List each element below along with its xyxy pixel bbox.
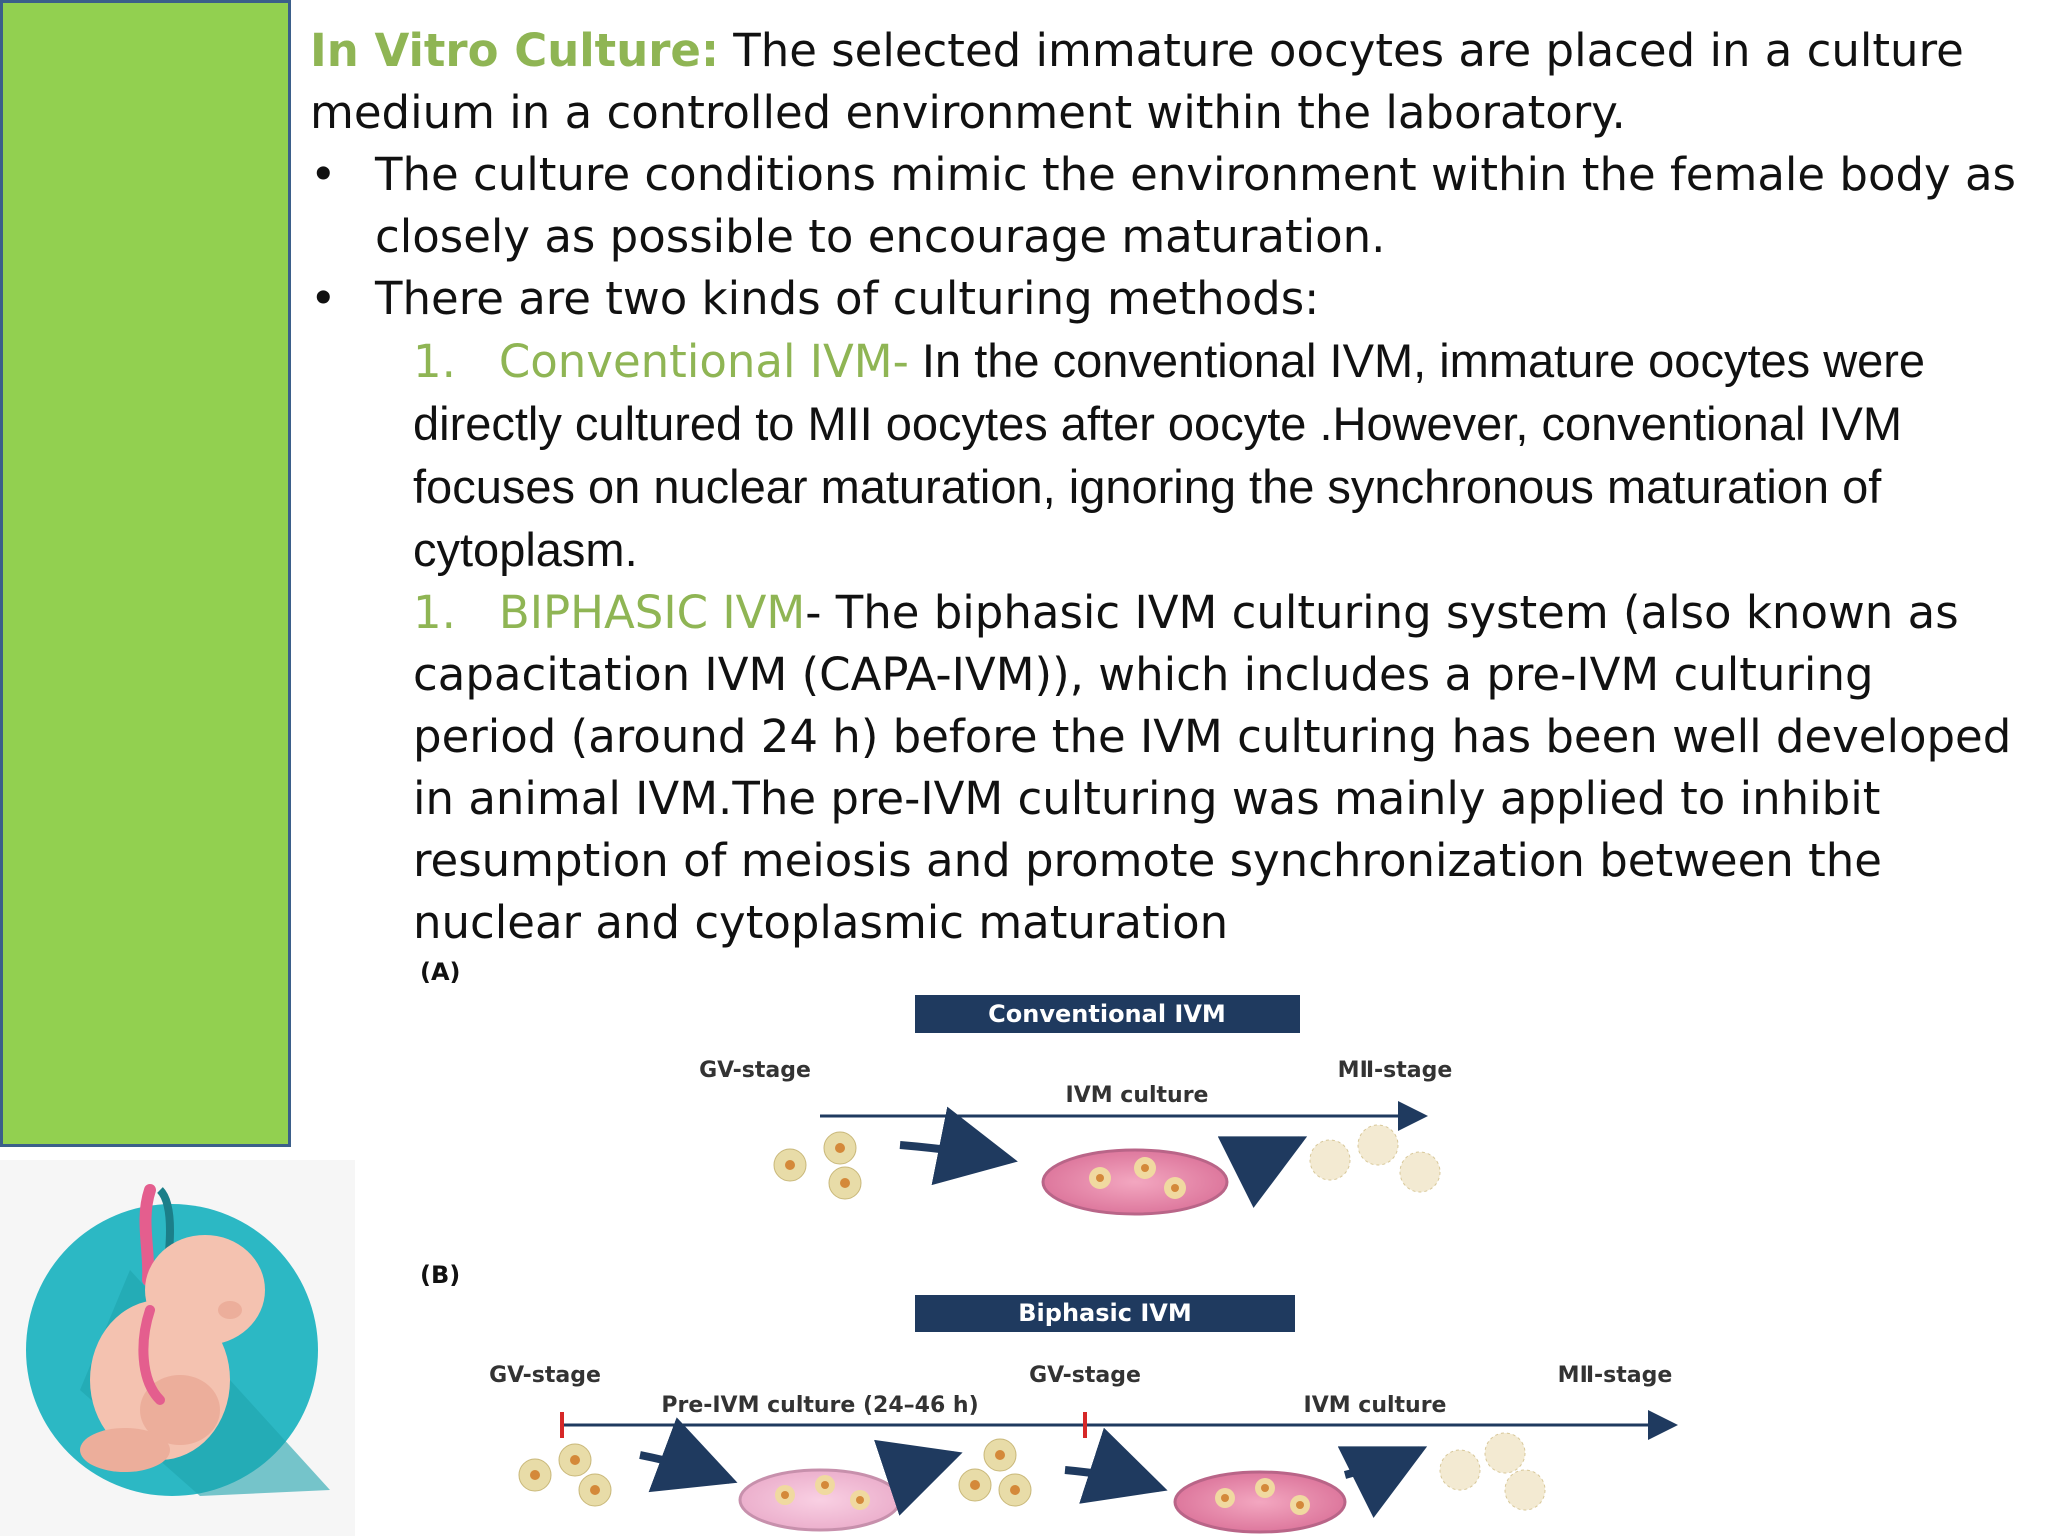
method-number: 1.: [413, 586, 456, 639]
decorative-sidebar: [0, 0, 291, 1147]
method-conventional: 1. Conventional IVM- In the conventional…: [310, 330, 2030, 582]
panel-b-pre-dish-oocytes: [775, 1475, 870, 1510]
panel-b-arrow-pre: [639, 1417, 738, 1493]
panel-b-title: Biphasic IVM: [1018, 1299, 1191, 1327]
panel-b-title-box: [915, 1295, 1295, 1332]
panel-b-mid-oocytes: [958, 1438, 1032, 1507]
fetus-icon: [26, 1184, 330, 1496]
panel-b-arrow-ivm: [1064, 1427, 1168, 1504]
bullet-icon: •: [310, 148, 337, 201]
panel-a-arrow-in: [899, 1106, 1018, 1186]
panel-b-end-stage: MⅡ-stage: [1558, 1363, 1673, 1388]
panel-a-dish-oocytes: [1089, 1157, 1186, 1199]
panel-a-mii-oocytes: [1309, 1124, 1441, 1193]
panel-a-title-box: [915, 995, 1300, 1033]
panel-b-culture-label: IVM culture: [1304, 1393, 1447, 1418]
panel-a-gv-oocytes: [773, 1131, 862, 1200]
panel-a-arrow-out: [1217, 1136, 1308, 1208]
ivm-diagram: (A) Conventional IVM GV-stage IVM cultur…: [420, 958, 1678, 1534]
method-name: BIPHASIC IVM: [498, 586, 806, 639]
panel-b-mid-stage: GV-stage: [1029, 1363, 1141, 1388]
panel-b-start-stage: GV-stage: [489, 1363, 601, 1388]
panel-a-culture-label: IVM culture: [1066, 1083, 1209, 1108]
intro-paragraph: In Vitro Culture: The selected immature …: [310, 20, 2030, 144]
panel-b-mii-oocytes: [1439, 1432, 1546, 1511]
panel-b-ivm-dish-oocytes: [1215, 1478, 1310, 1515]
method-name: Conventional IVM-: [498, 335, 909, 388]
method-biphasic: 1. BIPHASIC IVM- The biphasic IVM cultur…: [310, 582, 2030, 954]
bullet-item: • There are two kinds of culturing method…: [310, 268, 2030, 330]
method-text: In the conventional IVM, immature oocyte…: [413, 334, 1926, 576]
bullet-text: The culture conditions mimic the environ…: [375, 148, 2017, 263]
fetus-logo: [0, 1160, 355, 1536]
panel-b-label: (B): [420, 1261, 460, 1289]
panel-a-culture-dish: [1041, 1148, 1229, 1216]
bullet-icon: •: [310, 272, 337, 325]
bullet-item: • The culture conditions mimic the enviro…: [310, 144, 2030, 268]
intro-heading: In Vitro Culture:: [310, 24, 719, 77]
panel-a-start-stage: GV-stage: [699, 1058, 811, 1083]
panel-a-end-stage: MⅡ-stage: [1338, 1058, 1453, 1083]
panel-a-label: (A): [420, 958, 461, 986]
panel-b-pre-culture-label: Pre-IVM culture (24–46 h): [661, 1393, 978, 1418]
method-number: 1.: [413, 335, 456, 388]
panel-a-title: Conventional IVM: [988, 1000, 1226, 1028]
bullet-text: There are two kinds of culturing methods…: [375, 272, 1320, 325]
panel-b-arrow-mid: [874, 1439, 963, 1516]
intro-text: The selected immature oocytes are placed…: [310, 24, 1964, 139]
panel-b-gv-oocytes: [518, 1443, 612, 1507]
slide-text: In Vitro Culture: The selected immature …: [310, 20, 2030, 954]
method-text: - The biphasic IVM culturing system (als…: [413, 586, 2012, 949]
panel-b-arrow-out: [1337, 1446, 1428, 1518]
